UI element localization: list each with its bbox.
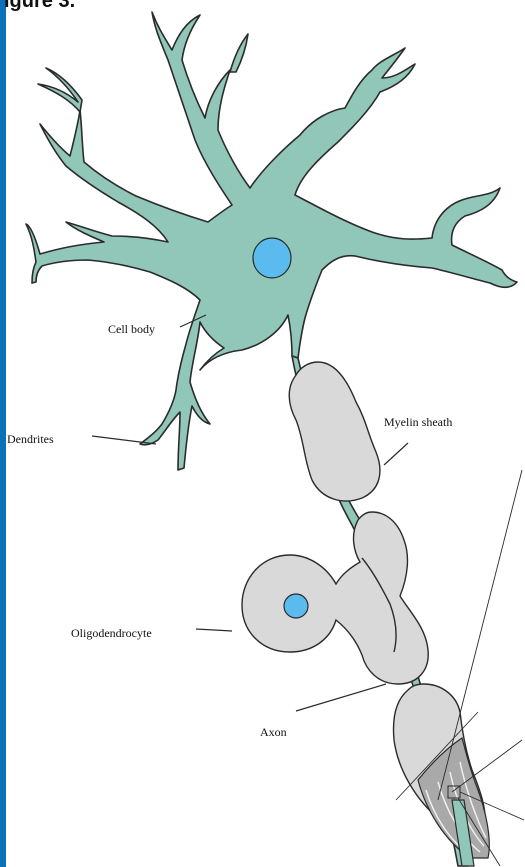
axon-leader bbox=[296, 684, 386, 711]
myelin-sheath-leader bbox=[384, 443, 408, 465]
myelin-segment-1 bbox=[289, 362, 380, 501]
cell-nucleus bbox=[253, 238, 291, 278]
myelin-sheath-label: Myelin sheath bbox=[384, 415, 452, 430]
dendrite-branch-top bbox=[230, 34, 248, 72]
dendrites-label: Dendrites bbox=[7, 432, 54, 447]
oligodendrocyte-leader bbox=[196, 629, 232, 631]
oligodendrocyte-cell bbox=[242, 512, 428, 684]
dendrite-branch-upper-left bbox=[38, 68, 82, 112]
axon-label: Axon bbox=[260, 725, 287, 740]
oligodendrocyte-label: Oligodendrocyte bbox=[71, 626, 152, 641]
oligodendrocyte-nucleus bbox=[284, 594, 308, 618]
cell-body-label: Cell body bbox=[108, 322, 155, 337]
